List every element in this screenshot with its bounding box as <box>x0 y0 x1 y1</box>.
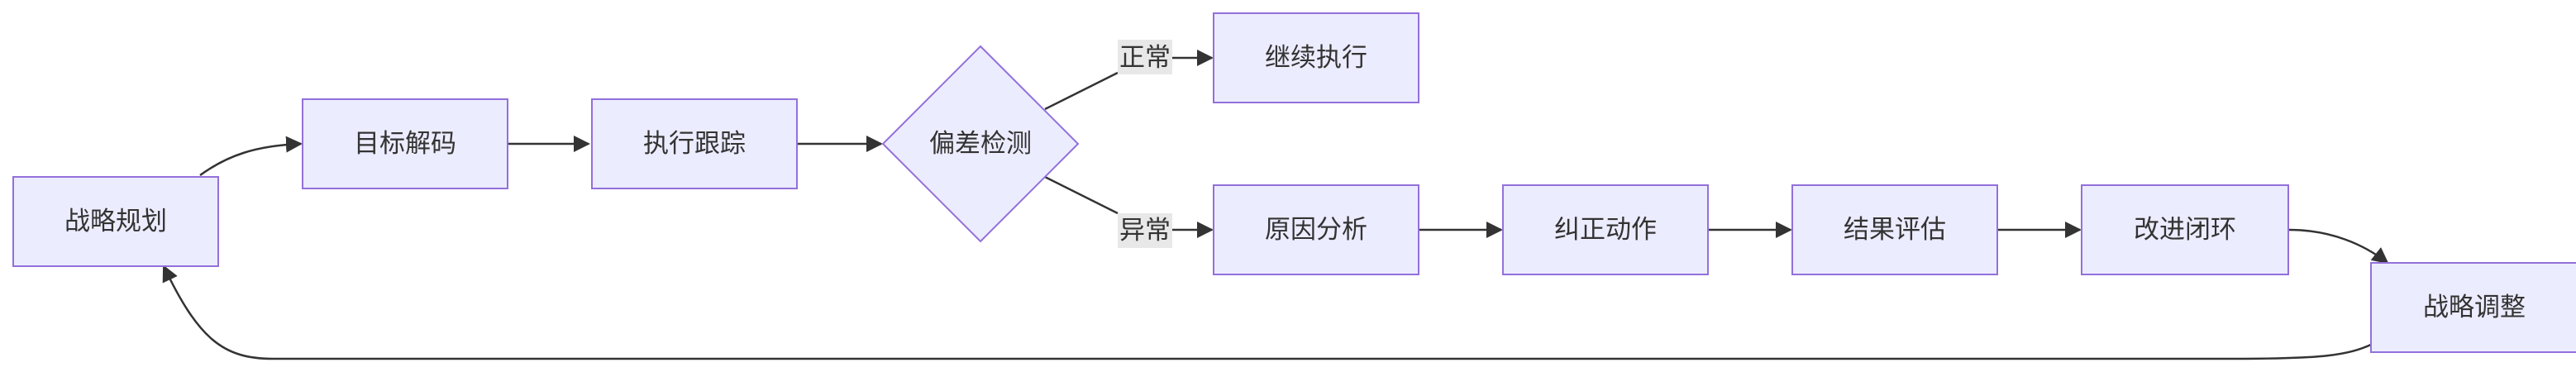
edge-label-abnormal: 异常 <box>1118 213 1172 248</box>
edge-label-abnormal-text: 异常 <box>1119 216 1171 246</box>
node-continue-execution[interactable]: 继续执行 <box>1213 12 1419 103</box>
edge-adjustment-to-planning <box>162 265 2373 360</box>
node-strategy-adjustment[interactable]: 战略调整 <box>2370 262 2576 353</box>
node-cause-analysis-label: 原因分析 <box>1265 215 1367 245</box>
edge-label-normal-text: 正常 <box>1119 43 1171 73</box>
node-improvement-loop-label: 改进闭环 <box>2134 215 2236 245</box>
node-improvement-loop[interactable]: 改进闭环 <box>2081 184 2289 275</box>
edge-planning-to-decoding <box>199 136 303 177</box>
node-execution-tracking-label: 执行跟踪 <box>643 129 746 159</box>
node-strategy-adjustment-label: 战略调整 <box>2423 293 2526 322</box>
node-result-evaluation-label: 结果评估 <box>1844 215 1946 245</box>
node-cause-analysis[interactable]: 原因分析 <box>1213 184 1419 275</box>
node-goal-decoding-label: 目标解码 <box>354 129 456 159</box>
node-corrective-action[interactable]: 纠正动作 <box>1502 184 1709 275</box>
node-strategy-planning-label: 战略规划 <box>64 207 167 236</box>
node-goal-decoding[interactable]: 目标解码 <box>302 98 508 189</box>
node-corrective-action-label: 纠正动作 <box>1554 215 1657 245</box>
edge-detection-to-abnormal-label <box>1044 175 1119 215</box>
edge-detection-to-normal-label <box>1044 71 1119 111</box>
edge-improvement-to-adjustment <box>2287 228 2389 265</box>
node-strategy-planning[interactable]: 战略规划 <box>12 176 219 267</box>
edges <box>162 50 2389 360</box>
edge-label-normal: 正常 <box>1118 40 1172 74</box>
node-result-evaluation[interactable]: 结果评估 <box>1791 184 1998 275</box>
node-execution-tracking[interactable]: 执行跟踪 <box>591 98 798 189</box>
node-deviation-detection[interactable]: 偏差检测 <box>881 45 1080 243</box>
node-deviation-detection-label: 偏差检测 <box>929 129 1032 159</box>
node-continue-execution-label: 继续执行 <box>1265 43 1367 73</box>
